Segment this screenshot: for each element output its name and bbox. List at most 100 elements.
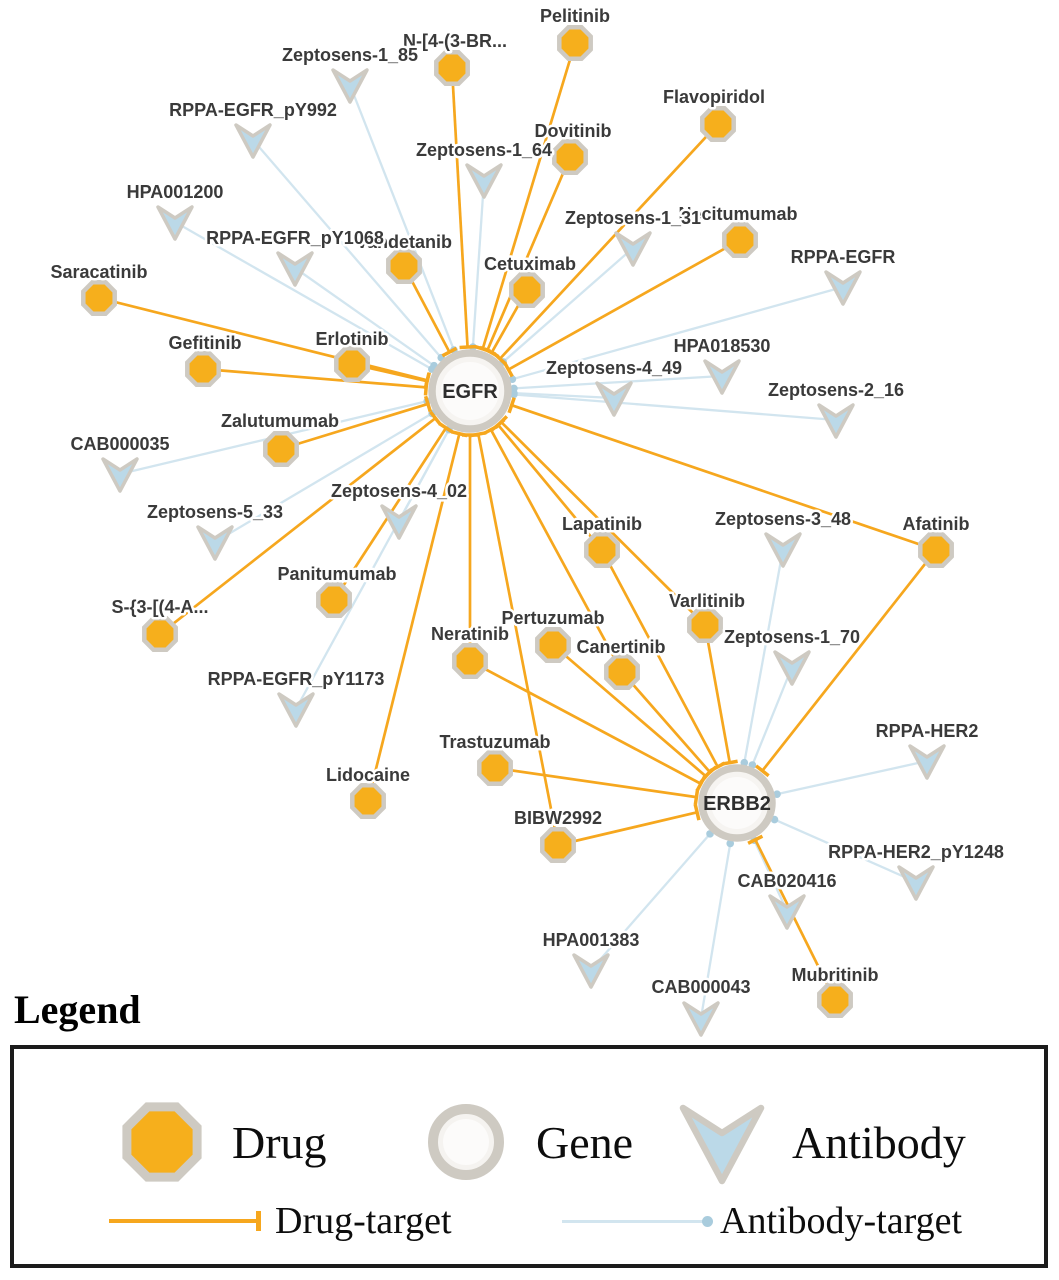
antibody-node-zep-2-16[interactable] <box>817 403 855 439</box>
gene-label: ERBB2 <box>703 793 771 815</box>
drug-node-afatinib[interactable] <box>918 532 954 568</box>
drug-node-bibw2992[interactable] <box>540 827 576 863</box>
node-label: HPA018530 <box>674 336 771 356</box>
legend-title: Legend <box>14 987 141 1032</box>
drug-node-trastuzumab[interactable] <box>477 750 513 786</box>
node-label: Varlitinib <box>669 591 745 611</box>
antibody-target-edge <box>469 179 486 351</box>
gene-label: EGFR <box>442 381 498 403</box>
drug-node-dovitinib[interactable] <box>552 139 588 175</box>
drug-node-zalutumumab[interactable] <box>263 431 299 467</box>
antibody-node-cab000043[interactable] <box>682 1001 720 1037</box>
node-label: Saracatinib <box>50 262 147 282</box>
drug-node-vandetanib[interactable] <box>386 248 422 284</box>
antibody-target-edge <box>510 389 615 400</box>
drug-node-canertinib[interactable] <box>604 654 640 690</box>
node-label: RPPA-EGFR_pY1173 <box>208 669 385 689</box>
drug-node-necitumumab[interactable] <box>722 222 758 258</box>
antibody-node-rppa-her2-py1248[interactable] <box>897 865 935 901</box>
drug-node-neratinib[interactable] <box>452 643 488 679</box>
antibody-node-zep-3-48[interactable] <box>764 532 802 568</box>
antibody-node-cab000035[interactable] <box>101 457 139 493</box>
node-label: Trastuzumab <box>439 732 550 752</box>
drug-target-edge <box>280 395 432 451</box>
antibody-node-rppa-egfr-py1173[interactable] <box>277 692 315 728</box>
antibody-node-zep-4-49[interactable] <box>595 381 633 417</box>
node-label: Zeptosens-5_33 <box>147 502 283 522</box>
antibody-target-edge <box>773 759 928 798</box>
node-label: Zeptosens-1_64 <box>416 140 552 160</box>
legend-item-drug: Drug <box>114 1094 327 1190</box>
dot-arrowhead-icon <box>702 1215 713 1227</box>
edge-layer <box>98 42 938 1019</box>
drug-target-edge <box>747 834 837 1001</box>
antibody-node-zep-5-33[interactable] <box>196 525 234 561</box>
antibody-target-edge <box>740 548 785 767</box>
gene-node-egfr[interactable] <box>428 349 512 433</box>
drug-node-lapatinib[interactable] <box>584 532 620 568</box>
drug-node-varlitinib[interactable] <box>687 607 723 643</box>
antibody-target-edge <box>510 390 837 422</box>
drug-node-s3-4a[interactable] <box>142 616 178 652</box>
drug-node-panitumumab[interactable] <box>316 582 352 618</box>
drug-target-edge <box>557 804 701 847</box>
antibody-icon <box>679 1104 765 1185</box>
node-layer <box>81 25 954 1037</box>
drug-node-mubritinib[interactable] <box>817 982 853 1018</box>
node-label: RPPA-HER2_pY1248 <box>828 842 1004 862</box>
node-label: Zeptosens-3_48 <box>715 509 851 529</box>
antibody-node-zep-1-70[interactable] <box>773 650 811 686</box>
node-label: Zeptosens-4_02 <box>331 481 467 501</box>
antibody-node-zep-4-02[interactable] <box>380 504 418 540</box>
drug-node-saracatinib[interactable] <box>81 280 117 316</box>
antibody-node-hpa001383[interactable] <box>572 953 610 989</box>
antibody-node-hpa001200[interactable] <box>156 205 194 241</box>
antibody-node-cab020416[interactable] <box>768 894 806 930</box>
node-label: Vandetanib <box>356 232 452 252</box>
antibody-target-edge <box>699 839 735 1019</box>
legend-item-drug-target: Drug-target <box>109 1199 452 1243</box>
antibody-node-rppa-egfr[interactable] <box>824 270 862 306</box>
antibody-target-edge <box>510 374 723 393</box>
node-label: Afatinib <box>903 514 970 534</box>
antibody-node-zep-1-31[interactable] <box>614 231 652 267</box>
antibody-node-rppa-her2[interactable] <box>908 744 946 780</box>
drug-node-erlotinib[interactable] <box>334 346 370 382</box>
drug-node-cetuximab[interactable] <box>509 272 545 308</box>
drug-target-edge <box>494 766 700 806</box>
antibody-node-rppa-egfr-py1068[interactable] <box>276 251 314 287</box>
node-label: Cetuximab <box>484 254 576 274</box>
node-label: CAB000035 <box>70 434 169 454</box>
drug-target-edge <box>507 397 937 552</box>
node-label: Dovitinib <box>535 121 612 141</box>
drug-icon <box>122 1102 202 1182</box>
antibody-node-hpa018530[interactable] <box>703 359 741 395</box>
node-label: N-[4-(3-BR... <box>403 31 507 51</box>
drug-node-n4-3br[interactable] <box>434 50 470 86</box>
drug-target-edge <box>483 424 624 673</box>
drug-target-edge <box>620 671 718 779</box>
drug-target-edge <box>754 549 938 778</box>
drug-node-pertuzumab[interactable] <box>535 627 571 663</box>
node-label: CAB000043 <box>651 977 750 997</box>
drug-node-gefitinib[interactable] <box>185 351 221 387</box>
node-label: Pelitinib <box>540 6 610 26</box>
antibody-node-rppa-egfr-py992[interactable] <box>234 123 272 159</box>
node-label: RPPA-HER2 <box>876 721 979 741</box>
gene-icon <box>428 1104 504 1180</box>
drug-node-flavopiridol[interactable] <box>700 106 736 142</box>
tee-arrowhead-icon <box>256 1211 261 1231</box>
drug-node-lidocaine[interactable] <box>350 783 386 819</box>
antibody-target-line-icon <box>562 1215 713 1227</box>
node-label: RPPA-EGFR_pY1068 <box>206 228 384 248</box>
node-label: RPPA-EGFR_pY992 <box>169 100 337 120</box>
drug-node-pelitinib[interactable] <box>557 25 593 61</box>
antibody-target-edge <box>748 666 794 769</box>
antibody-node-zep-1-85[interactable] <box>331 68 369 104</box>
antibody-node-zep-1-64[interactable] <box>465 163 503 199</box>
legend-box: Drug Gene Antibody Drug-target Antibody-… <box>10 1045 1048 1268</box>
node-label: Erlotinib <box>316 329 389 349</box>
node-label: S-{3-[(4-A... <box>111 597 208 617</box>
gene-node-erbb2[interactable] <box>698 764 776 842</box>
